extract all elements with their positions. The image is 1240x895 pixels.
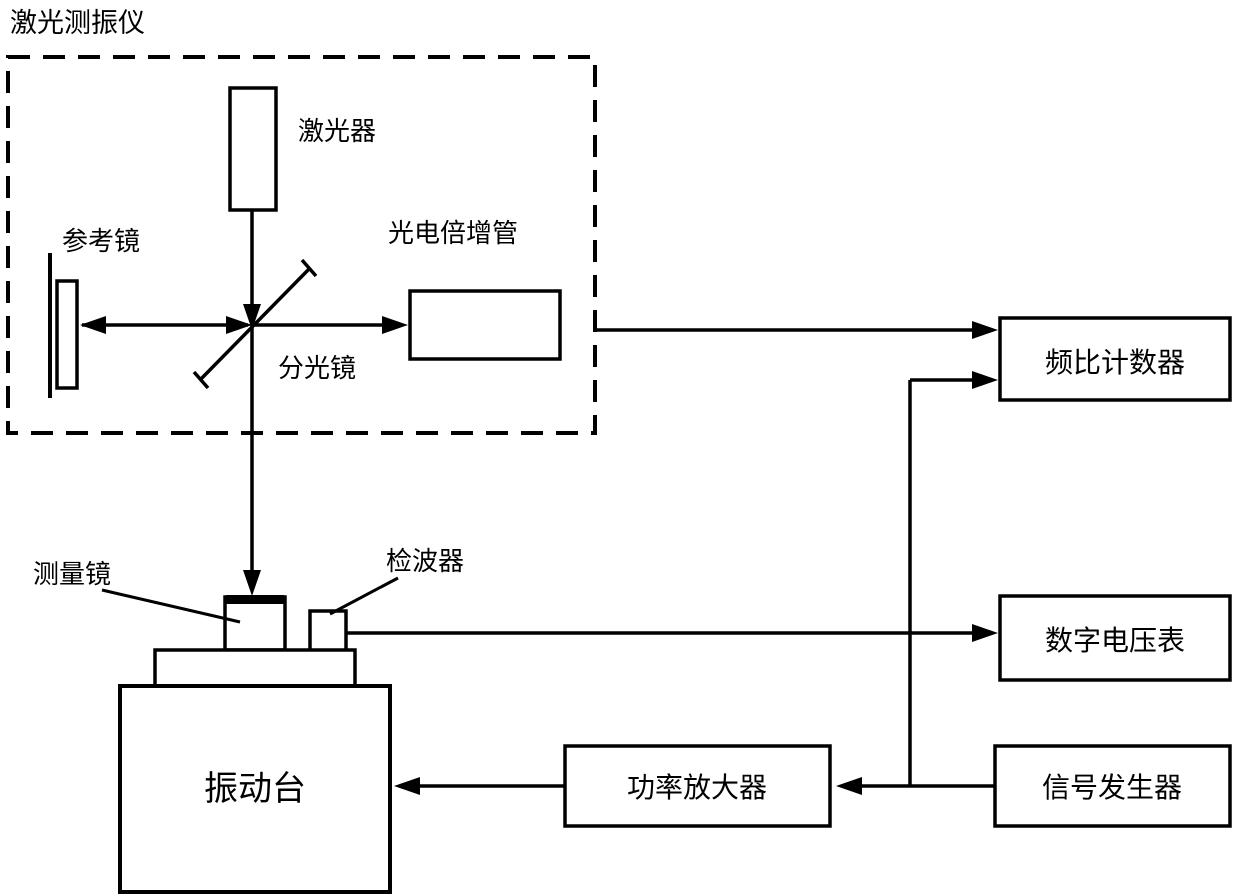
- shaker-platform: [153, 648, 357, 688]
- arrowhead-right-into-splitter: [226, 316, 252, 334]
- photomultiplier-box: [408, 289, 562, 361]
- detector-label: 检波器: [386, 546, 464, 576]
- measuring-mirror-block: [223, 595, 287, 652]
- arrowhead-into-counter-top: [972, 321, 998, 339]
- arrowhead-into-voltmeter: [972, 624, 998, 642]
- detector-box: [308, 609, 348, 653]
- laser-box: [228, 86, 278, 212]
- vibration-table-label: 振动台: [204, 770, 306, 808]
- arrowhead-down-into-splitter: [243, 304, 261, 330]
- beam-splitter-bottom-tick: [192, 370, 210, 390]
- frequency-counter-box: [998, 316, 1232, 402]
- measuring-mirror-pointer-line: [101, 588, 241, 624]
- signal-generator-box: [993, 744, 1232, 828]
- measuring-mirror-label: 测量镜: [33, 559, 111, 589]
- photomultiplier-label: 光电倍增管: [388, 218, 518, 248]
- laser-vibrometer-dashed-enclosure: [6, 55, 597, 435]
- power-amplifier-box: [563, 744, 832, 828]
- laser-label: 激光器: [298, 116, 376, 146]
- arrowhead-into-photomultiplier: [382, 316, 408, 334]
- digital-voltmeter-label: 数字电压表: [1045, 625, 1185, 656]
- beam-splitter-label: 分光镜: [278, 353, 356, 383]
- digital-voltmeter-box: [998, 594, 1232, 682]
- measuring-mirror-cap: [226, 595, 284, 604]
- arrowhead-into-table: [394, 777, 420, 795]
- detector-pointer-line: [329, 576, 399, 616]
- arrowhead-left-into-mirror: [80, 316, 106, 334]
- beam-splitter-top-tick: [300, 258, 318, 278]
- power-amplifier-label: 功率放大器: [627, 772, 767, 803]
- arrowhead-into-amplifier: [836, 777, 862, 795]
- reference-mirror-label: 参考镜: [62, 226, 140, 256]
- system-title-label: 激光测振仪: [10, 8, 145, 38]
- arrowhead-onto-measuring-mirror: [243, 570, 261, 596]
- signal-generator-label: 信号发生器: [1042, 772, 1182, 803]
- vibration-table-box: [118, 684, 392, 894]
- reference-mirror-box: [55, 279, 79, 390]
- arrowhead-into-counter-bottom: [972, 371, 998, 389]
- frequency-counter-label: 频比计数器: [1045, 347, 1185, 378]
